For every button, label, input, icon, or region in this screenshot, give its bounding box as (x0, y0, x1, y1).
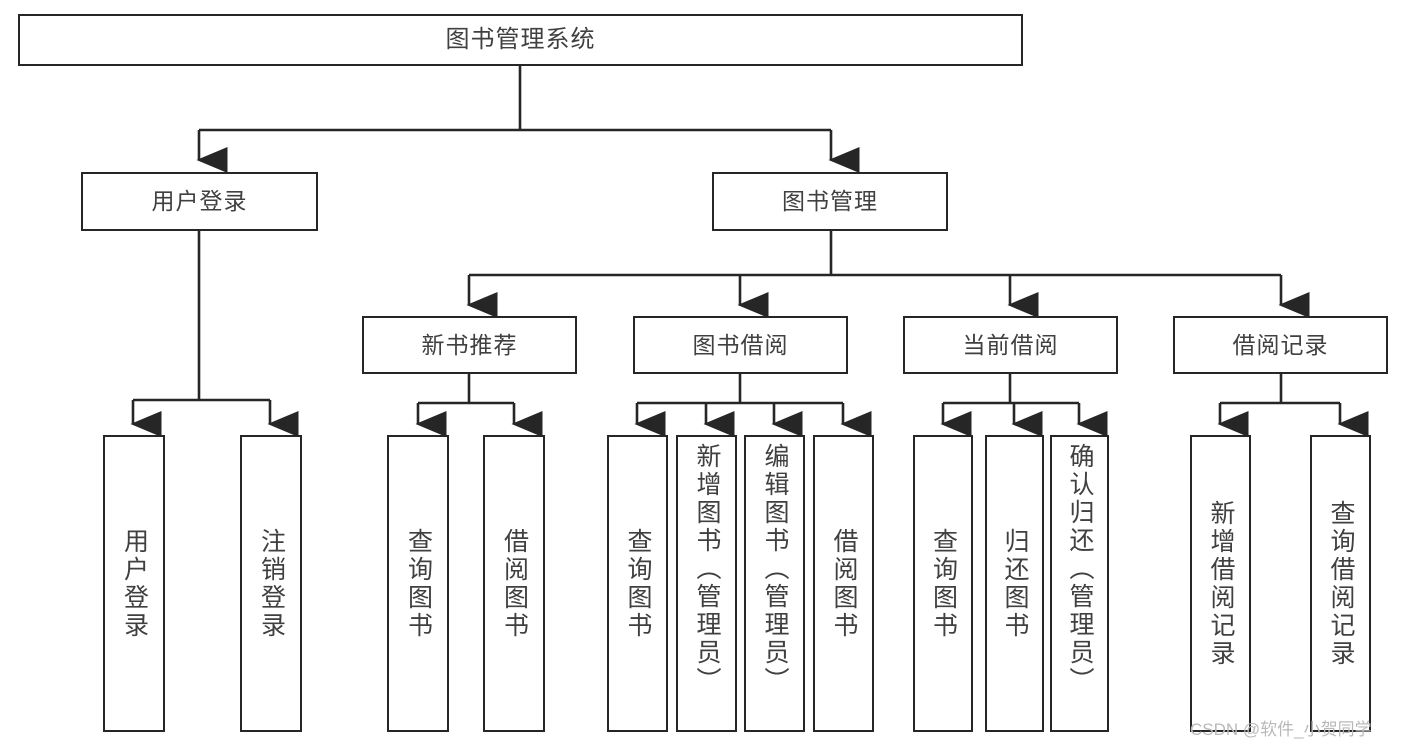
node-leaf-add-book-admin-label: 新增图书（管理员） (693, 443, 721, 695)
node-borrow-record-label: 借阅记录 (1232, 331, 1329, 358)
node-current-borrow-label: 当前借阅 (962, 331, 1059, 358)
node-book-management[interactable]: 图书管理 (712, 172, 948, 231)
node-book-borrow-label: 图书借阅 (692, 331, 789, 358)
node-user-login-label: 用户登录 (151, 188, 248, 215)
node-leaf-user-login[interactable]: 用户登录 (103, 435, 165, 732)
node-leaf-confirm-return-admin-label: 确认归还（管理员） (1066, 443, 1094, 695)
node-leaf-query-book-3[interactable]: 查询图书 (913, 435, 973, 732)
node-leaf-return-book[interactable]: 归还图书 (985, 435, 1044, 732)
node-leaf-logout-login-label: 注销登录 (257, 527, 286, 640)
node-leaf-logout-login[interactable]: 注销登录 (240, 435, 302, 732)
node-leaf-user-login-label: 用户登录 (120, 527, 149, 640)
node-leaf-confirm-return-admin[interactable]: 确认归还（管理员） (1050, 435, 1109, 732)
node-book-borrow[interactable]: 图书借阅 (633, 316, 848, 374)
node-leaf-return-book-label: 归还图书 (1001, 527, 1029, 640)
node-user-login[interactable]: 用户登录 (81, 172, 318, 231)
node-new-book-recommend[interactable]: 新书推荐 (362, 316, 577, 374)
node-new-book-recommend-label: 新书推荐 (421, 331, 518, 358)
node-leaf-edit-book-admin-label: 编辑图书（管理员） (761, 443, 789, 695)
node-leaf-query-book-1-label: 查询图书 (404, 527, 433, 640)
node-leaf-query-book-3-label: 查询图书 (929, 527, 958, 640)
node-root-system[interactable]: 图书管理系统 (18, 14, 1023, 66)
node-leaf-query-book-2[interactable]: 查询图书 (607, 435, 668, 732)
node-leaf-query-book-2-label: 查询图书 (624, 527, 652, 640)
node-leaf-edit-book-admin[interactable]: 编辑图书（管理员） (744, 435, 805, 732)
node-leaf-query-borrow-record-label: 查询借阅记录 (1327, 499, 1355, 668)
node-leaf-borrow-book-2[interactable]: 借阅图书 (813, 435, 874, 732)
node-leaf-borrow-book-2-label: 借阅图书 (830, 527, 858, 640)
node-leaf-borrow-book-1-label: 借阅图书 (500, 527, 529, 640)
node-leaf-add-borrow-record-label: 新增借阅记录 (1207, 499, 1235, 668)
watermark-credit: CSDN @软件_小贺同学 (1190, 720, 1372, 739)
node-root-label: 图书管理系统 (445, 26, 596, 54)
node-leaf-borrow-book-1[interactable]: 借阅图书 (483, 435, 545, 732)
node-leaf-query-borrow-record[interactable]: 查询借阅记录 (1310, 435, 1371, 732)
node-borrow-record[interactable]: 借阅记录 (1173, 316, 1388, 374)
node-leaf-add-borrow-record[interactable]: 新增借阅记录 (1190, 435, 1251, 732)
node-current-borrow[interactable]: 当前借阅 (903, 316, 1118, 374)
node-book-management-label: 图书管理 (782, 188, 878, 215)
node-leaf-add-book-admin[interactable]: 新增图书（管理员） (676, 435, 737, 732)
node-leaf-query-book-1[interactable]: 查询图书 (387, 435, 449, 732)
